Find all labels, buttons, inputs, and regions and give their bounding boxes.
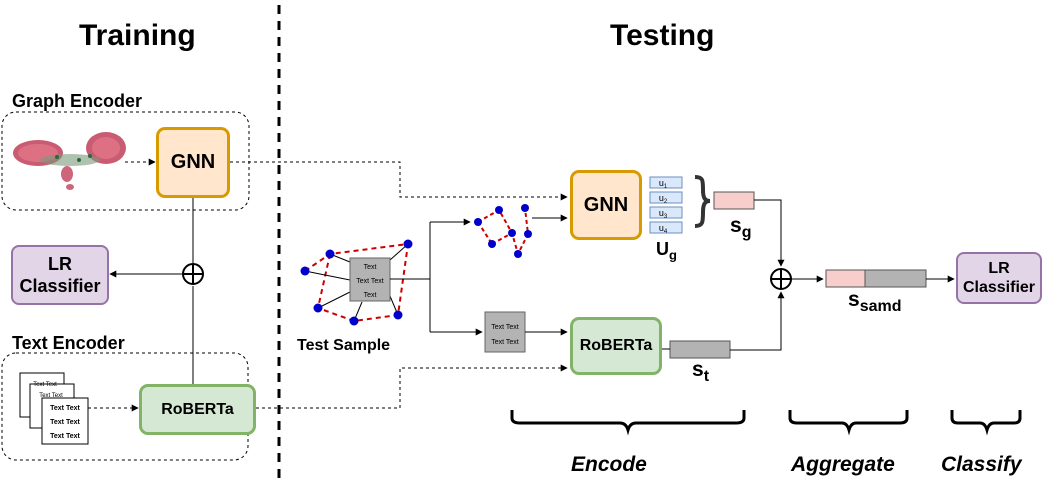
training-aggregate-plus-icon [182, 263, 204, 285]
testing-lr-classifier-box: LR Classifier [956, 252, 1042, 304]
u-vector-boxes [649, 176, 683, 234]
u2-label: u2 [659, 193, 668, 205]
doc-text-2: Text Text [39, 393, 63, 399]
training-title: Training [79, 19, 196, 52]
graph-encoder-label: Graph Encoder [12, 91, 143, 111]
text-documents-icon [19, 372, 89, 445]
small-text-2: Text Text [491, 339, 519, 346]
pooling-brace-icon [694, 175, 711, 228]
brain-graph-image [13, 132, 126, 190]
encode-brace-icon [510, 410, 746, 436]
training-lr-line2: Classifier [19, 276, 101, 296]
training-gnn-label: GNN [170, 151, 216, 173]
testing-roberta-label: RoBERTa [579, 337, 653, 354]
testing-gnn-label: GNN [583, 193, 629, 216]
doc-text-1: Text Text [33, 382, 57, 388]
ug-label: Ug [656, 239, 677, 263]
u3-label: u3 [659, 208, 668, 220]
st-vector [669, 340, 731, 359]
test-sample-label: Test Sample [297, 337, 391, 354]
classify-brace-icon [950, 410, 1022, 436]
testing-gnn-box: GNN [570, 170, 642, 240]
doc-text-5: Text Text [50, 433, 80, 440]
encode-stage-label: Encode [571, 453, 647, 476]
testing-roberta-box: RoBERTa [570, 317, 662, 375]
sg-vector [713, 191, 755, 210]
training-gnn-box: GNN [156, 127, 230, 198]
classify-stage-label: Classify [941, 453, 1022, 476]
training-roberta-label: RoBERTa [161, 400, 234, 418]
testing-aggregate-plus-icon [770, 268, 792, 290]
training-roberta-box: RoBERTa [139, 384, 256, 435]
training-lr-classifier-box: LR Classifier [11, 245, 109, 305]
training-lr-line1: LR [48, 254, 72, 274]
doc-text-4: Text Text [50, 419, 80, 426]
small-text-1: Text Text [491, 324, 519, 331]
extracted-graph [474, 204, 532, 258]
testing-lr-line2: Classifier [962, 279, 1036, 296]
sample-text-1: Text [364, 264, 377, 271]
ssamd-vector [825, 269, 927, 288]
text-encoder-label: Text Encoder [12, 333, 125, 353]
testing-lr-line1: LR [988, 260, 1010, 277]
u4-label: u4 [659, 223, 668, 235]
text-encoder-frame [1, 352, 249, 461]
graph-encoder-frame [1, 111, 250, 211]
ssamd-label: ssamd [848, 288, 902, 316]
sg-label: sg [730, 214, 752, 242]
sample-text-3: Text [364, 292, 377, 299]
u1-label: u1 [659, 178, 668, 190]
extracted-text-box [484, 311, 526, 353]
aggregate-brace-icon [788, 410, 909, 436]
st-label: st [692, 358, 710, 386]
aggregate-stage-label: Aggregate [791, 453, 895, 476]
testing-title: Testing [610, 19, 715, 52]
doc-text-3: Text Text [50, 405, 80, 412]
sample-text-2: Text Text [356, 278, 384, 285]
